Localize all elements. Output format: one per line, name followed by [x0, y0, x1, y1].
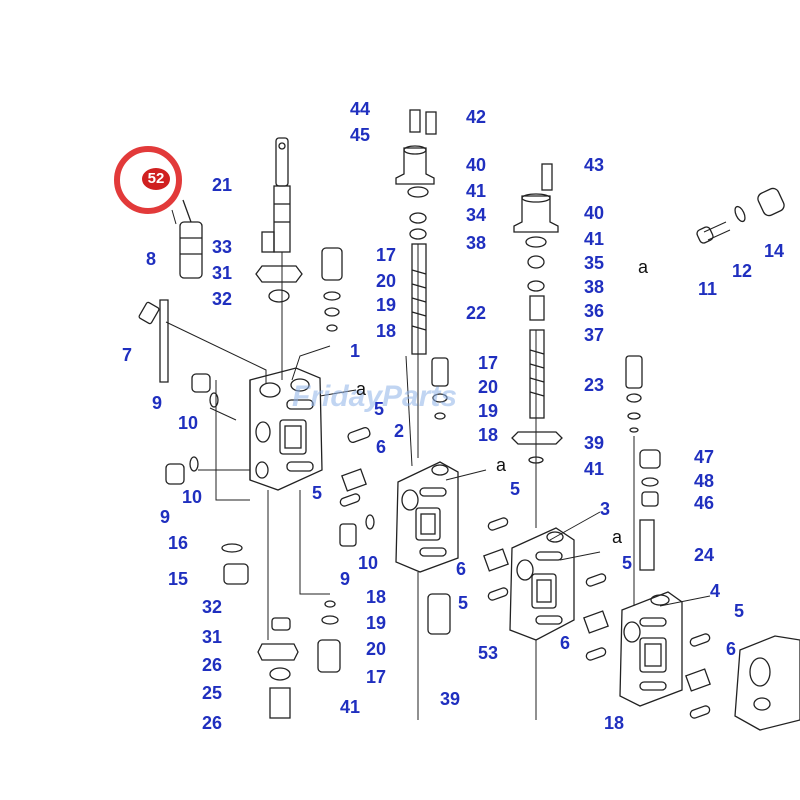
part-label: 2 [394, 421, 405, 441]
part-label: 17 [376, 245, 397, 265]
part-label: 5 [734, 601, 745, 621]
part-label: 21 [212, 175, 233, 195]
highlighted-part-badge: 52 [142, 168, 170, 190]
part-label: 31 [212, 263, 233, 283]
part-label: 40 [466, 155, 487, 175]
part-label: 10 [178, 413, 199, 433]
part-label: 5 [312, 483, 323, 503]
part-label: 38 [584, 277, 605, 297]
part-label: 43 [584, 155, 605, 175]
flow-symbol-a-4: a [638, 257, 649, 277]
part-label: 47 [694, 447, 715, 467]
part-label: 15 [168, 569, 189, 589]
part-label: 18 [366, 587, 387, 607]
part-label: 5 [622, 553, 633, 573]
part-label: 31 [202, 627, 223, 647]
part-label: 41 [466, 181, 487, 201]
part-label: 45 [350, 125, 371, 145]
part-label: 10 [182, 487, 203, 507]
part-label: 19 [366, 613, 387, 633]
part-label: 8 [146, 249, 157, 269]
part-label: 38 [466, 233, 487, 253]
part-label: 37 [584, 325, 605, 345]
flow-symbol-a-1: a [356, 379, 367, 399]
part-label: 3 [600, 499, 611, 519]
part-label: 5 [374, 399, 385, 419]
part-label: 7 [122, 345, 133, 365]
part-label: 18 [604, 713, 625, 733]
valve-section-2 [395, 461, 459, 573]
part-label: 20 [478, 377, 499, 397]
part-label: 41 [584, 459, 605, 479]
part-label: 10 [358, 553, 379, 573]
part-label: 53 [478, 643, 499, 663]
part-label: 22 [466, 303, 487, 323]
part-label: 40 [584, 203, 605, 223]
part-label: 33 [212, 237, 233, 257]
part-label: 25 [202, 683, 223, 703]
part-label: 11 [698, 279, 718, 299]
flow-symbol-a-3: a [612, 527, 623, 547]
valve-section-partial [734, 635, 800, 731]
highlight-circle [114, 146, 182, 214]
valve-section-1 [249, 367, 323, 491]
part-label: 6 [560, 633, 571, 653]
part-label: 18 [376, 321, 397, 341]
part-label: 36 [584, 301, 605, 321]
part-label: 42 [466, 107, 487, 127]
part-label: 18 [478, 425, 499, 445]
part-label: 5 [458, 593, 469, 613]
part-label: 39 [584, 433, 605, 453]
part-label: 5 [510, 479, 521, 499]
part-label: 26 [202, 655, 223, 675]
part-label: 6 [456, 559, 467, 579]
part-label: 20 [366, 639, 387, 659]
part-label: 4 [710, 581, 721, 601]
part-label: 35 [584, 253, 605, 273]
watermark: FridayParts [292, 380, 458, 413]
part-label: 9 [152, 393, 163, 413]
part-label: 48 [694, 471, 715, 491]
part-label: 17 [366, 667, 387, 687]
small-parts [138, 186, 785, 719]
part-label: 6 [726, 639, 737, 659]
valve-section-3 [509, 527, 575, 641]
part-label: 46 [694, 493, 715, 513]
part-label: 20 [376, 271, 397, 291]
leader-lines [165, 209, 711, 720]
part-label: 19 [478, 401, 499, 421]
part-label: 41 [340, 697, 361, 717]
part-label: 26 [202, 713, 223, 733]
part-label: 32 [212, 289, 233, 309]
part-label: 19 [376, 295, 397, 315]
part-label: 24 [694, 545, 715, 565]
part-label: 1 [350, 341, 361, 361]
part-label: 32 [202, 597, 223, 617]
solenoid-units [395, 109, 559, 233]
part-label: 14 [764, 241, 785, 261]
part-label: 41 [584, 229, 605, 249]
part-label: 12 [732, 261, 753, 281]
part-label: 9 [340, 569, 351, 589]
part-label: 17 [478, 353, 499, 373]
part-label: 44 [350, 99, 371, 119]
part-label: 9 [160, 507, 171, 527]
part-label: 23 [584, 375, 605, 395]
part-label: 16 [168, 533, 189, 553]
flow-symbol-a-2: a [496, 455, 507, 475]
part-label: 34 [466, 205, 487, 225]
part-label: 39 [440, 689, 461, 709]
valve-section-4 [619, 591, 683, 707]
part-label: 6 [376, 437, 387, 457]
